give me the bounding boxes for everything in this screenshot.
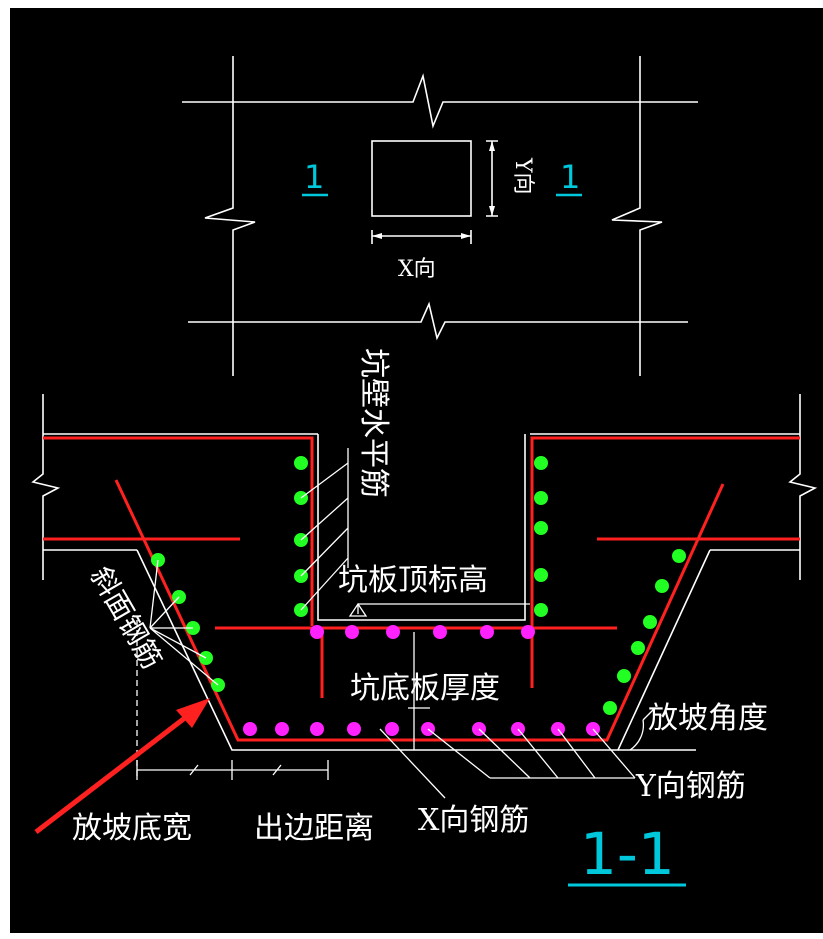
plan-top-line — [182, 73, 698, 129]
plan-dim-arrows — [372, 141, 495, 239]
label-edge-distance: 出边距离 — [254, 811, 374, 846]
section-title: 1-1 — [580, 820, 675, 888]
label-slab-top-elevation: 坑板顶标高 — [338, 563, 488, 598]
label-wall-horizontal-rebar: 坑壁水平筋 — [356, 348, 391, 498]
slope-rebar-dots — [151, 456, 686, 715]
dim-x-line — [371, 230, 472, 244]
cad-svg: X向 Y向 1 1 — [31, 56, 818, 888]
label-slope-bottom-width: 放坡底宽 — [72, 811, 192, 846]
pit-rectangle — [371, 140, 472, 217]
label-x-rebar: X向钢筋 — [418, 803, 529, 838]
plan-view — [182, 56, 698, 376]
leader-lines — [136, 448, 656, 799]
plan-bottom-line — [188, 301, 688, 341]
label-slab-thickness: 坑底板厚度 — [350, 671, 500, 706]
dim-y-label: Y向 — [510, 157, 535, 195]
label-y-rebar: Y向钢筋 — [635, 769, 746, 804]
section-mark-left: 1 — [304, 158, 324, 196]
plan-right-line — [611, 56, 663, 376]
rebar-lines — [43, 436, 800, 742]
dim-x-label: X向 — [398, 257, 436, 282]
pointer-arrow — [34, 698, 210, 834]
dim-y-line — [486, 140, 498, 217]
section-mark-right: 1 — [560, 158, 580, 196]
elevation-marker — [348, 602, 368, 617]
label-slope-angle: 放坡角度 — [648, 701, 768, 736]
plan-left-line — [204, 56, 256, 376]
cad-drawing: X向 Y向 1 1 — [10, 8, 823, 933]
